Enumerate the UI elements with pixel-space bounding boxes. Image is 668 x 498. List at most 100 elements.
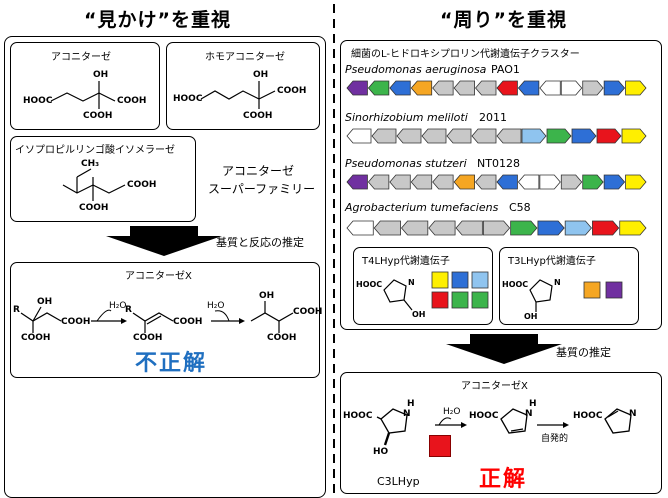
gene-arrow-white	[539, 80, 561, 96]
gene-arrow-gray	[401, 220, 429, 236]
gene-arrow-gray	[455, 220, 483, 236]
t3lhyp-title: T3LHyp代謝遺伝子	[508, 256, 596, 267]
gene-arrow-green	[367, 80, 390, 96]
product1-hooc: HOOC	[469, 411, 499, 421]
gene-arrow-white	[346, 220, 374, 236]
org2-strain: 2011	[479, 111, 507, 124]
rxn3-cooh-bottom: COOH	[267, 333, 297, 343]
gene-arrow-red	[592, 220, 620, 236]
right-result-title: アコニターゼX	[461, 381, 528, 392]
gene-arrow-yellow	[625, 80, 647, 96]
gene-arrow-gray	[373, 220, 401, 236]
rxn-h2o-out: H₂O	[109, 301, 127, 311]
gene-arrow-yellow	[625, 174, 647, 190]
gene-arrow-gray	[432, 174, 454, 190]
gene-arrow-green	[582, 174, 604, 190]
homoaconitase-box: ホモアコニターゼ HOOC OH COOH COOH	[166, 42, 320, 130]
gene-arrow-gray	[410, 174, 433, 190]
rxn2-r: R	[125, 305, 132, 315]
right-panel-title: “周り”を重視	[440, 9, 567, 31]
gene-arrow-blue	[603, 174, 626, 190]
t4lhyp-hooc: HOOC	[356, 280, 383, 289]
gene-arrow-orange	[410, 80, 433, 96]
t4lhyp-structure	[383, 279, 413, 311]
rxn2-cooh-bottom: COOH	[133, 333, 163, 343]
enzyme-red-square	[429, 435, 451, 457]
t3lhyp-box: T3LHyp代謝遺伝子 HOOC N OH	[499, 247, 639, 325]
t3lhyp-gene-squares	[583, 281, 623, 299]
spontaneous-label: 自発的	[541, 434, 569, 444]
product1-n: N	[525, 409, 533, 419]
right-verdict: 正解	[479, 467, 528, 492]
gene-arrow-white	[539, 174, 561, 190]
homoaconitate-structure	[200, 81, 276, 109]
c3lhyp-hooc: HOOC	[343, 411, 373, 421]
left-panel-title: “見かけ”を重視	[84, 9, 231, 31]
gene-arrow-white	[560, 80, 583, 96]
left-verdict: 不正解	[135, 351, 208, 376]
t4lhyp-oh: OH	[412, 310, 426, 319]
org4-gene-track	[346, 220, 647, 236]
gene-arrow-gray	[475, 174, 497, 190]
gene-arrow-gray	[428, 220, 456, 236]
rxn3-oh: OH	[259, 291, 275, 301]
homoaconitase-title: ホモアコニターゼ	[205, 52, 285, 63]
gene-square-green	[471, 291, 489, 309]
t3lhyp-nh: N	[554, 278, 561, 287]
org1-gene-track	[346, 80, 647, 96]
rxn2-cooh: COOH	[173, 317, 203, 327]
gene-arrow-gray	[396, 128, 422, 144]
homoaconitase-hooc: HOOC	[173, 94, 203, 104]
gene-arrow-blue	[496, 174, 518, 190]
gene-arrow-gray	[371, 128, 397, 144]
gene-arrow-gray	[421, 128, 447, 144]
aconitase-cooh-bottom: COOH	[83, 111, 113, 121]
gene-square-orange	[583, 281, 601, 299]
rxn1-r: R	[13, 305, 20, 315]
product1-nh: H	[529, 399, 537, 409]
left-reaction-scheme	[20, 301, 294, 333]
ipmi-box: イソプロピルリンゴ酸イソメラーゼ CH₃ OH COOH COOH	[10, 136, 196, 222]
product2-n: N	[629, 409, 637, 419]
org3-gene-track	[346, 174, 647, 190]
rxn1-oh: OH	[37, 297, 53, 307]
aconitase-box: アコニターゼ HOOC OH COOH COOH	[10, 42, 160, 130]
superfamily-label-line2: スーパーファミリー	[208, 182, 316, 196]
gene-arrow-gray	[389, 174, 411, 190]
org1-genus: Pseudomonas aeruginosa	[345, 63, 487, 76]
gene-cluster-box: 細菌のL-ヒドロキシプロリン代謝遺伝子クラスター Pseudomonas aer…	[340, 40, 662, 330]
ipmi-title: イソプロピルリンゴ酸イソメラーゼ	[15, 145, 175, 156]
rxn1-cooh: COOH	[61, 317, 91, 327]
org4-genus: Agrobacterium tumefaciens	[345, 201, 499, 214]
t3lhyp-structure	[529, 279, 553, 312]
gene-arrow-blue	[389, 80, 411, 96]
org3-genus: Pseudomonas stutzeri	[345, 157, 467, 170]
org4-strain: C58	[509, 201, 531, 214]
gene-arrow-purple	[346, 80, 368, 96]
gene-square-lightblue	[471, 271, 489, 289]
gene-arrow-gray	[582, 80, 604, 96]
gene-arrow-white	[517, 174, 540, 190]
gene-square-purple	[605, 281, 623, 299]
gene-square-yellow	[431, 271, 449, 289]
t4lhyp-gene-squares	[431, 271, 489, 309]
homoaconitase-cooh-right: COOH	[277, 86, 307, 96]
gene-arrow-red	[496, 80, 518, 96]
t4lhyp-title: T4LHyp代謝遺伝子	[362, 256, 450, 267]
t4lhyp-nh: N	[408, 278, 415, 287]
c3lhyp-ho: HO	[373, 447, 389, 457]
c3lhyp-n: N	[403, 409, 411, 419]
gene-cluster-title: 細菌のL-ヒドロキシプロリン代謝遺伝子クラスター	[351, 49, 580, 60]
t4lhyp-box: T4LHyp代謝遺伝子 HOOC N OH	[353, 247, 493, 325]
gene-square-blue	[451, 271, 469, 289]
ipmi-structure	[62, 168, 126, 201]
right-reaction-scheme	[376, 408, 632, 446]
right-result-box: アコニターゼX HOOC H N HO H₂O HOOC H N 自発的 HOO…	[340, 372, 662, 494]
rxn1-cooh-bottom: COOH	[21, 333, 51, 343]
right-arrow-label: 基質の推定	[556, 346, 611, 359]
aconitase-oh: OH	[93, 70, 109, 80]
gene-arrow-gray	[496, 128, 522, 144]
gene-arrow-gray	[560, 174, 583, 190]
